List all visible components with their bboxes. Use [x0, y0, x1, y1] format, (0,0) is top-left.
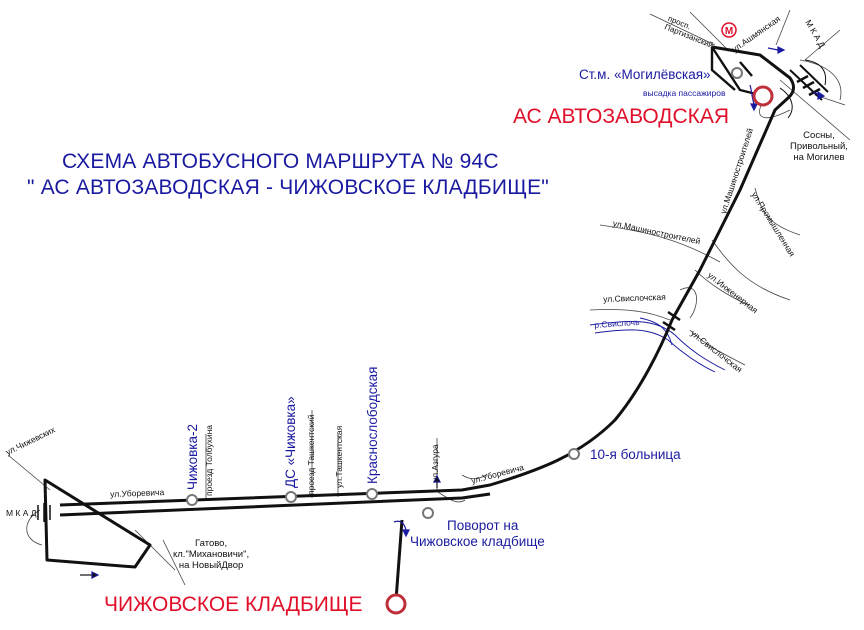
bridge-mark — [662, 310, 681, 332]
terminal-end-label: ЧИЖОВСКОЕ КЛАДБИЩЕ — [104, 593, 363, 616]
stop-chizhovka2-marker — [186, 494, 198, 506]
direction-gatovo-note: Гатово, кл."Михановичи", на НовыйДвор — [173, 538, 250, 571]
stop-markers — [186, 67, 743, 519]
terminal-end-marker — [385, 593, 407, 615]
stop-mogilevskaya-marker — [731, 67, 743, 79]
stop-hospital-label: 10-я больница — [590, 447, 681, 462]
street-tashkentskaya: ул.Ташкентская — [334, 425, 344, 488]
map-title-line2: " АС АВТОЗАВОДСКАЯ - ЧИЖОВСКОЕ КЛАДБИЩЕ" — [27, 176, 549, 199]
terminal-markers — [385, 85, 774, 615]
metro-icon-letter: M — [725, 26, 733, 37]
metro-icon: M — [721, 22, 737, 38]
street-uborevicha-a: ул.Уборевича — [110, 487, 165, 499]
map-title-line1: СХЕМА АВТОБУСНОГО МАРШРУТА № 94С — [62, 150, 499, 173]
street-tashkentsky: проезд Ташкентский — [306, 414, 316, 495]
mkad-junction-top — [779, 59, 829, 119]
mkad-left — [37, 503, 51, 522]
terminal-start-label: АС АВТОЗАВОДСКАЯ — [513, 105, 730, 128]
stop-ds-chizhovka-marker — [285, 491, 297, 503]
stop-hospital-marker — [568, 448, 580, 460]
terminal-start-marker — [752, 85, 774, 107]
stop-drop-off-label: высадка пассажиров — [643, 88, 726, 98]
stop-turn-label-1: Поворот на — [447, 518, 519, 533]
stop-krasnoslobodskaya-marker — [366, 488, 378, 500]
street-azgura: ул.Азгура — [430, 444, 440, 482]
river-svisloch — [589, 317, 726, 373]
stop-turn-label-2: Чижовское кладбище — [410, 534, 545, 549]
left-loop — [43, 478, 152, 569]
mkad-left-label: М К А Д — [6, 508, 37, 518]
direction-arrows — [80, 46, 826, 579]
stop-mogilevskaya-label: Ст.м. «Могилёвская» — [579, 67, 711, 82]
stop-turn-marker — [422, 507, 434, 519]
stop-krasnoslobodskaya-label: Краснослободская — [365, 366, 380, 484]
stop-ds-chizhovka-label: ДС «Чижовка» — [283, 396, 298, 488]
direction-sosny-note: Сосны, Привольный, на Могилев — [790, 130, 848, 163]
street-tolbuhina: проезд Толбухина — [204, 424, 214, 496]
stop-chizhovka2-label: Чижовка-2 — [185, 424, 200, 490]
